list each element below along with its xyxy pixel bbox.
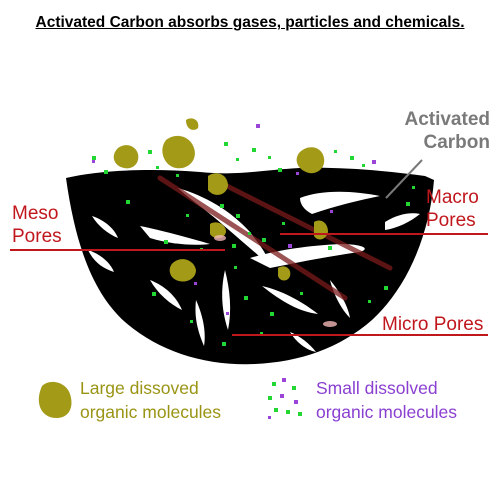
legend-small-molecule-icon (268, 378, 302, 419)
legend-large-molecule-icon (38, 381, 72, 418)
activated-carbon-label-line2: Carbon (423, 132, 491, 153)
meso-pores-label-line1: Meso (12, 203, 59, 224)
legend-small-line2: organic molecules (316, 402, 458, 422)
legend-large-line1: Large dissoved (80, 378, 199, 398)
meso-pores-label-line2: Pores (12, 226, 62, 247)
macro-pore (178, 188, 268, 262)
macro-pores-label-line1: Macro (426, 187, 479, 208)
legend-small-molecules: Small dissolved organic molecules (316, 376, 457, 424)
meso-pore (195, 300, 205, 346)
meso-pore (262, 286, 318, 314)
meso-pores-label: Meso Pores (12, 202, 62, 248)
small-molecules-green (92, 142, 415, 346)
micro-pore (92, 216, 118, 238)
diagram-title: Activated Carbon absorbs gases, particle… (35, 14, 465, 31)
macro-pores-label-line2: Pores (426, 210, 476, 231)
micro-pore (150, 280, 182, 310)
legend-large-molecules: Large dissoved organic molecules (80, 376, 221, 424)
micro-pore (290, 332, 316, 352)
macro-pore (250, 244, 365, 268)
macro-pores-label: Macro Pores (426, 186, 479, 232)
legend-large-line2: organic molecules (80, 402, 222, 422)
activated-carbon-label-line1: Activated (404, 109, 490, 130)
macro-pore (300, 191, 380, 214)
small-molecules-purple (92, 124, 376, 315)
micro-pores-label: Micro Pores (382, 314, 484, 335)
micro-pore-accents (214, 235, 337, 327)
macro-pore (385, 213, 420, 230)
macro-pore (88, 250, 114, 272)
red-shading (157, 175, 393, 301)
activated-carbon-label: Activated Carbon (380, 108, 490, 154)
legend-small-line1: Small dissolved (316, 378, 438, 398)
meso-pore (140, 226, 210, 245)
activated-carbon-leader (385, 159, 423, 199)
activated-carbon-body (66, 167, 434, 365)
